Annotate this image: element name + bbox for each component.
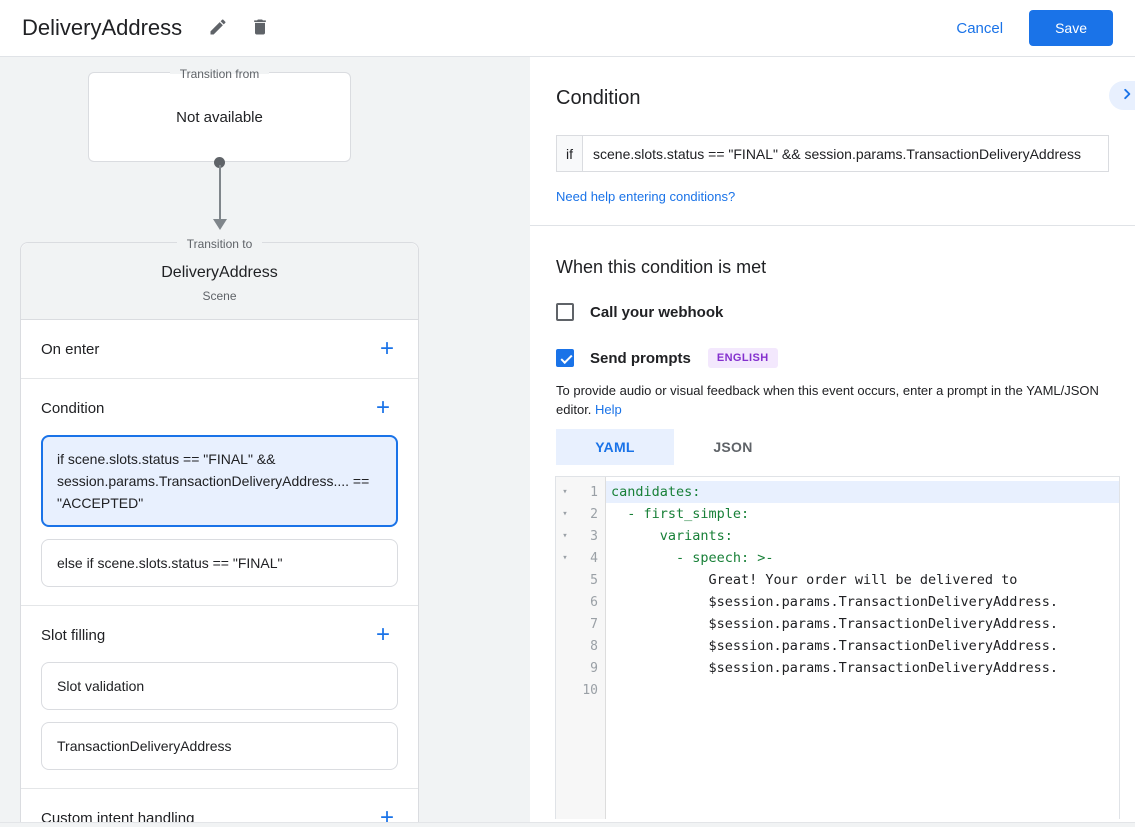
- on-enter-label: On enter: [41, 340, 100, 358]
- transition-from-value: Not available: [176, 108, 263, 126]
- line-number: 2: [590, 506, 598, 522]
- scene-card: Transition to DeliveryAddress Scene On e…: [20, 236, 419, 827]
- prompt-description: To provide audio or visual feedback when…: [556, 381, 1109, 419]
- line-number: 10: [582, 682, 598, 698]
- yaml-token: - first_simple:: [611, 506, 750, 522]
- divider: [21, 378, 418, 379]
- pencil-icon: [208, 17, 228, 40]
- webhook-row: Call your webhook: [556, 303, 1109, 321]
- send-prompts-checkbox[interactable]: [556, 349, 574, 367]
- yaml-code-editor[interactable]: ▾ 1 ▾ 2 ▾ 3 ▾ 4 5 6 7 8 9 10 candidates: - f…: [555, 476, 1120, 819]
- fold-arrow-icon[interactable]: ▾: [562, 531, 568, 541]
- add-slot-button[interactable]: [368, 620, 398, 650]
- send-prompts-row: Send prompts ENGLISH: [556, 348, 1109, 368]
- when-met-title: When this condition is met: [556, 257, 767, 277]
- cancel-button[interactable]: Cancel: [956, 19, 1004, 37]
- collapse-panel-button[interactable]: [1109, 81, 1135, 110]
- add-on-enter-button[interactable]: [372, 334, 402, 364]
- tab-json[interactable]: JSON: [674, 429, 792, 465]
- editor-tab-bar: YAML JSON: [556, 429, 1109, 465]
- divider: [21, 788, 418, 789]
- transition-from-label: Transition from: [89, 65, 350, 83]
- line-number: 6: [590, 594, 598, 610]
- code-line[interactable]: $session.params.TransactionDeliveryAddre…: [606, 635, 1119, 657]
- code-text: $session.params.TransactionDeliveryAddre…: [611, 594, 1059, 610]
- line-number: 5: [590, 572, 598, 588]
- condition-item[interactable]: else if scene.slots.status == "FINAL": [41, 539, 398, 587]
- save-button[interactable]: Save: [1029, 10, 1113, 46]
- line-number: 8: [590, 638, 598, 654]
- connector-arrowhead-icon: [213, 219, 227, 230]
- yaml-token: variants:: [611, 528, 733, 544]
- divider: [21, 605, 418, 606]
- delete-scene-button[interactable]: [244, 11, 276, 46]
- line-number: 9: [590, 660, 598, 676]
- code-text: $session.params.TransactionDeliveryAddre…: [611, 660, 1059, 676]
- code-line[interactable]: $session.params.TransactionDeliveryAddre…: [606, 657, 1119, 679]
- code-line[interactable]: $session.params.TransactionDeliveryAddre…: [606, 591, 1119, 613]
- fold-arrow-icon[interactable]: ▾: [562, 487, 568, 497]
- page-title: DeliveryAddress: [22, 15, 183, 40]
- yaml-token: candidates:: [611, 484, 701, 500]
- code-line[interactable]: - first_simple:: [606, 503, 1119, 525]
- on-enter-row: On enter: [21, 320, 418, 378]
- connector-dot: [214, 157, 225, 168]
- line-number: 1: [590, 484, 598, 500]
- code-line[interactable]: - speech: >-: [606, 547, 1119, 569]
- code-text: $session.params.TransactionDeliveryAddre…: [611, 616, 1059, 632]
- horizontal-scrollbar[interactable]: [0, 822, 1135, 827]
- yaml-token: - speech: >-: [611, 550, 774, 566]
- slot-item[interactable]: TransactionDeliveryAddress: [41, 722, 398, 770]
- code-text: Great! Your order will be delivered to: [611, 572, 1018, 588]
- prompt-description-text: To provide audio or visual feedback when…: [556, 383, 1099, 417]
- slot-filling-label: Slot filling: [41, 626, 106, 644]
- call-webhook-label: Call your webhook: [590, 303, 724, 321]
- fold-arrow-icon[interactable]: ▾: [562, 553, 568, 563]
- code-text: $session.params.TransactionDeliveryAddre…: [611, 638, 1059, 654]
- code-line[interactable]: candidates:: [606, 481, 1119, 503]
- divider: [530, 225, 1135, 226]
- condition-panel-title: Condition: [556, 87, 641, 109]
- connector-line: [219, 165, 221, 221]
- add-condition-button[interactable]: [368, 393, 398, 423]
- line-number: 7: [590, 616, 598, 632]
- transition-from-box: Transition from Not available: [88, 66, 351, 162]
- condition-expression-input[interactable]: [583, 135, 1109, 172]
- scene-type: Scene: [202, 289, 237, 303]
- help-link[interactable]: Help: [595, 402, 622, 417]
- line-number: 3: [590, 528, 598, 544]
- edit-scene-button[interactable]: [202, 11, 234, 46]
- line-number: 4: [590, 550, 598, 566]
- trash-icon: [250, 17, 270, 40]
- code-line[interactable]: Great! Your order will be delivered to: [606, 569, 1119, 591]
- code-line[interactable]: $session.params.TransactionDeliveryAddre…: [606, 613, 1119, 635]
- tab-yaml[interactable]: YAML: [556, 429, 674, 465]
- condition-section: Condition if scene.slots.status == "FINA…: [21, 379, 418, 605]
- chevron-right-icon: [1116, 83, 1135, 108]
- slot-item[interactable]: Slot validation: [41, 662, 398, 710]
- fold-arrow-icon[interactable]: ▾: [562, 509, 568, 519]
- scene-flow-panel: Transition from Not available Transition…: [0, 57, 530, 827]
- condition-item-selected[interactable]: if scene.slots.status == "FINAL" && sess…: [41, 435, 398, 527]
- condition-detail-panel: Condition if Need help entering conditio…: [530, 57, 1135, 827]
- code-line[interactable]: variants:: [606, 525, 1119, 547]
- code-line[interactable]: [606, 679, 1119, 701]
- editor-gutter: ▾ 1 ▾ 2 ▾ 3 ▾ 4 5 6 7 8 9 10: [556, 477, 606, 819]
- condition-section-label: Condition: [41, 399, 105, 417]
- header: DeliveryAddress Cancel Save: [0, 0, 1135, 57]
- editor-code-area[interactable]: candidates: - first_simple: variants: - …: [606, 477, 1119, 819]
- language-badge: ENGLISH: [707, 348, 778, 368]
- if-prefix-label: if: [556, 135, 583, 172]
- slot-filling-section: Slot filling Slot validation Transaction…: [21, 606, 418, 788]
- scene-card-header: DeliveryAddress Scene: [21, 243, 418, 320]
- call-webhook-checkbox[interactable]: [556, 303, 574, 321]
- send-prompts-label: Send prompts: [590, 349, 691, 367]
- scene-name: DeliveryAddress: [161, 264, 278, 281]
- condition-help-link[interactable]: Need help entering conditions?: [556, 189, 736, 204]
